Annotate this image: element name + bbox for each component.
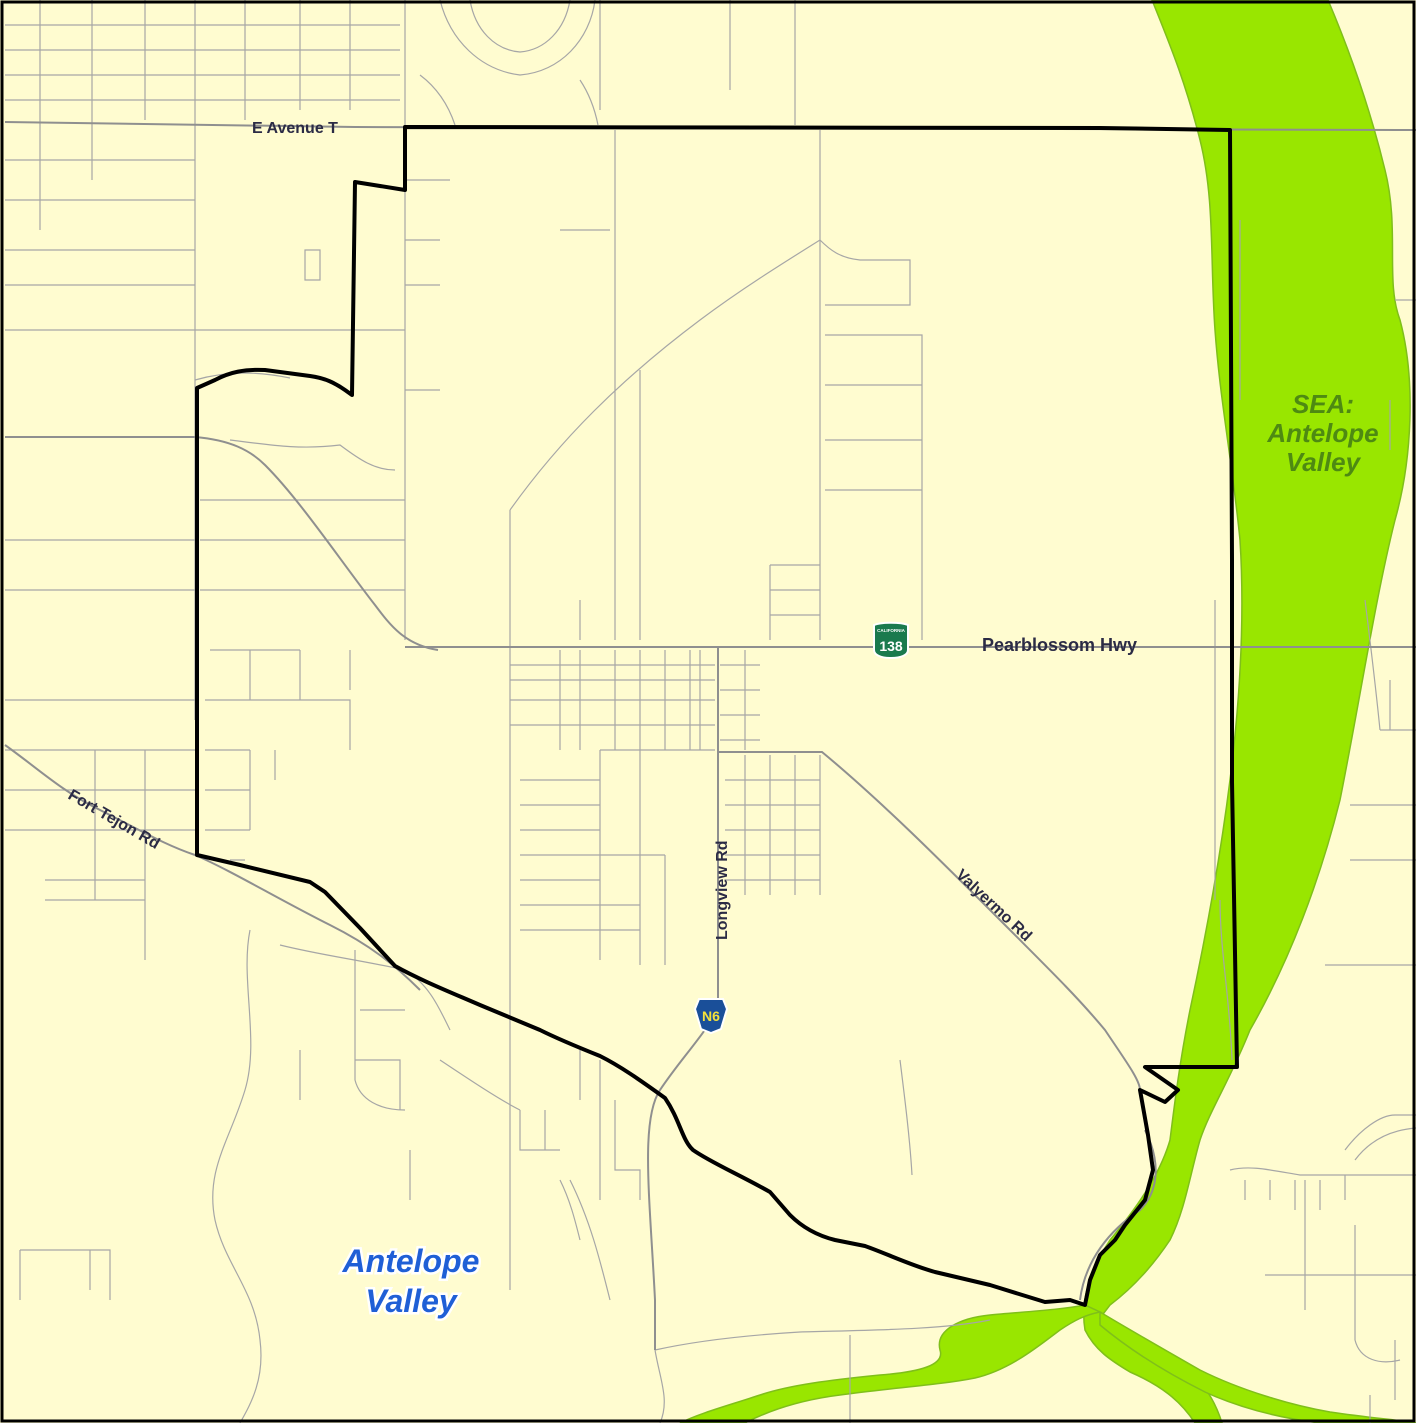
road-upper-west (5, 436, 439, 651)
valley-label-line2: Valley (365, 1283, 459, 1319)
route-138-shield-number: 138 (879, 638, 903, 654)
route-n6-shield-number: N6 (702, 1008, 720, 1024)
sea-label-line3: Valley (1286, 447, 1362, 477)
label-pearblossom-hwy: Pearblossom Hwy (982, 635, 1137, 655)
road-longview-rd (647, 647, 719, 1350)
sea-label-line2: Antelope (1266, 418, 1378, 448)
antelope-valley-label: Antelope Valley (339, 1241, 482, 1322)
sea-antelope-valley-label: SEA: Antelope Valley (1266, 389, 1378, 477)
route-n6-shield: N6 (693, 998, 729, 1035)
road-fort-tejon-rd (4, 744, 196, 856)
road-south-connector (1079, 1129, 1157, 1301)
road-valyermo-rd (718, 751, 1141, 1091)
route-138-shield: CALIFORNIA 138 (873, 621, 909, 660)
label-longview-rd: Longview Rd (714, 840, 731, 940)
valley-label-line1: Antelope (342, 1243, 480, 1279)
street-network (5, 0, 1416, 1423)
route-138-shield-top: CALIFORNIA (877, 628, 905, 633)
project-boundary (195, 125, 1239, 1307)
sea-label-line1: SEA: (1292, 389, 1354, 419)
label-e-avenue-t: E Avenue T (252, 120, 338, 137)
